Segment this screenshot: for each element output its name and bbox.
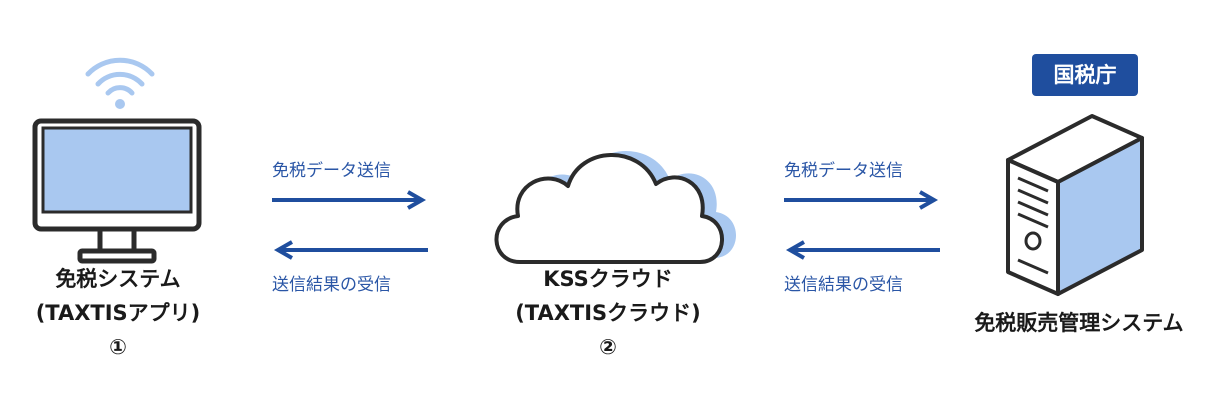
left-send-label: 免税データ送信 [272,161,391,181]
wifi-icon [85,57,155,109]
cloud-number: ② [599,335,617,359]
cloud-node-label: KSSクラウド (TAXTISクラウド) ② [488,262,728,364]
app-name: 免税システム [55,267,181,291]
right-receive-arrow [785,240,940,260]
right-receive-label: 送信結果の受信 [784,275,903,295]
cloud-subname: (TAXTISクラウド) [515,301,701,325]
cloud-name: KSSクラウド [543,267,673,291]
app-number: ① [109,335,127,359]
nta-badge: 国税庁 [1032,54,1138,96]
cloud-icon [494,150,737,264]
server-name: 免税販売管理システム [974,311,1184,335]
left-receive-arrow [273,240,428,260]
app-subname: (TAXTISアプリ) [35,301,201,325]
server-node-label: 免税販売管理システム [944,306,1214,340]
right-send-label: 免税データ送信 [784,161,903,181]
server-icon [1006,114,1144,296]
right-send-arrow [784,190,939,210]
left-send-arrow [272,190,427,210]
app-node-label: 免税システム (TAXTISアプリ) ① [0,262,236,364]
left-receive-label: 送信結果の受信 [272,275,391,295]
monitor-icon [32,118,202,264]
